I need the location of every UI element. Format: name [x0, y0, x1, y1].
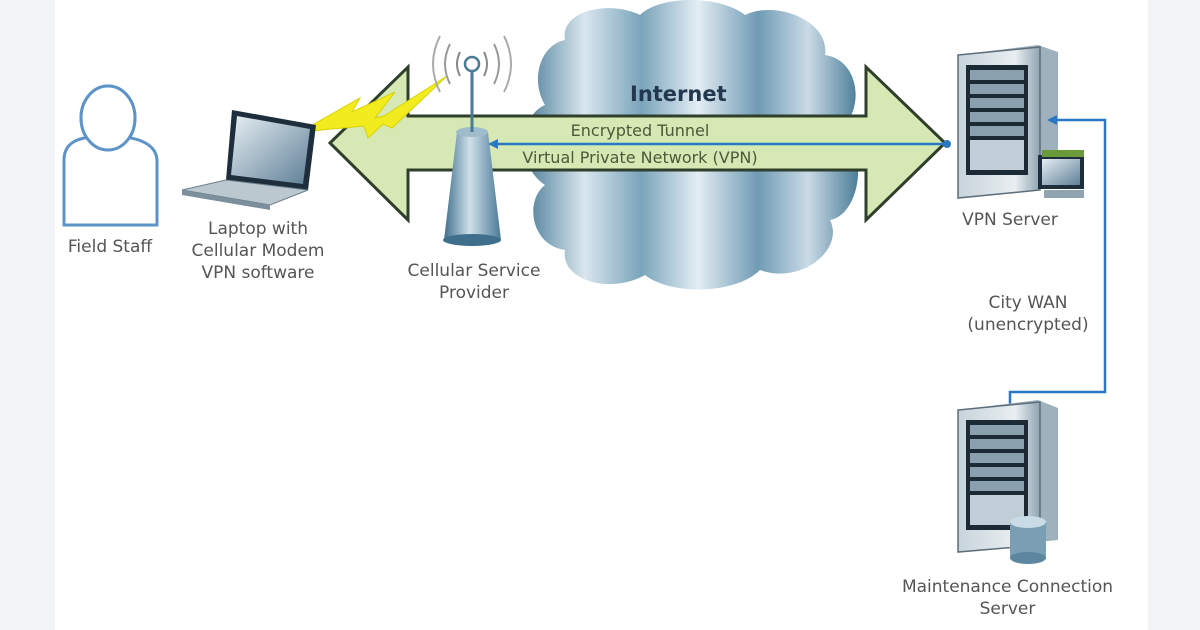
laptop-label: Laptop with Cellular Modem VPN software	[191, 219, 325, 283]
city-wan-label: City WAN (unencrypted)	[967, 293, 1089, 335]
vpn-server-label: VPN Server	[962, 210, 1058, 230]
internet-label: Internet	[630, 82, 727, 106]
maintenance-server-label: Maintenance Connection Server	[901, 577, 1114, 619]
vpn-server-icon	[957, 45, 1084, 199]
vpn-link-line	[488, 139, 951, 149]
vpn-label: Virtual Private Network (VPN)	[522, 148, 758, 167]
cell-provider-label: Cellular Service Provider	[407, 261, 541, 303]
cell-tower-icon	[432, 35, 512, 246]
field-staff-label: Field Staff	[67, 237, 153, 257]
wireless-link-lightning	[299, 75, 448, 139]
person-icon	[62, 84, 159, 227]
laptop-icon	[181, 110, 316, 210]
maintenance-server-icon	[957, 400, 1058, 564]
encrypted-tunnel-label: Encrypted Tunnel	[570, 121, 710, 140]
